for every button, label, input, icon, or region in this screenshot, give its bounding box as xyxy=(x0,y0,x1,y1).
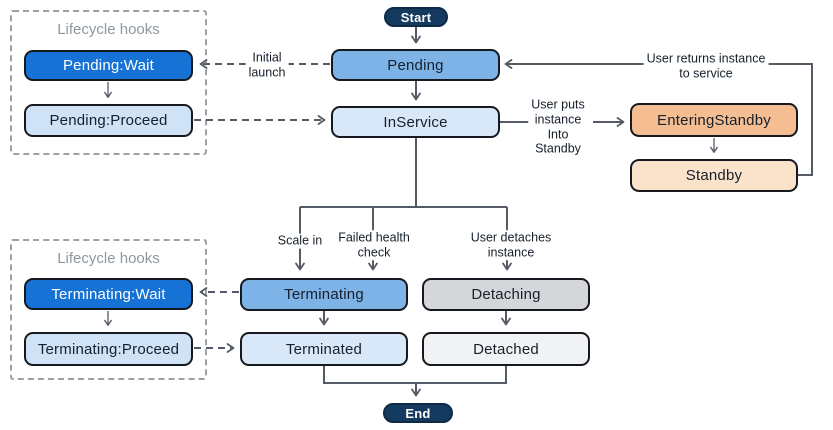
failed-health-check-label: Failed health check xyxy=(335,230,413,260)
scale-in-label: Scale in xyxy=(274,233,326,249)
lifecycle-hooks-title-top: Lifecycle hooks xyxy=(57,21,160,38)
user-returns-label: User returns instance to service xyxy=(643,51,769,81)
entering-standby-node: EnteringStandby xyxy=(630,103,798,137)
start-node: Start xyxy=(384,7,448,27)
lifecycle-hooks-title-bottom: Lifecycle hooks xyxy=(57,250,160,267)
detached-node: Detached xyxy=(422,332,590,366)
edge-merge-left xyxy=(323,366,416,384)
standby-node: Standby xyxy=(630,159,798,192)
edge-merge-right xyxy=(416,366,507,384)
lifecycle-hooks-box-bottom: Lifecycle hooks xyxy=(10,239,207,380)
lifecycle-hooks-box-top: Lifecycle hooks xyxy=(10,10,207,155)
terminating-wait-node: Terminating:Wait xyxy=(24,278,193,310)
inservice-node: InService xyxy=(331,106,500,138)
terminating-proceed-node: Terminating:Proceed xyxy=(24,332,193,366)
pending-node: Pending xyxy=(331,49,500,81)
initial-launch-label: Initial launch xyxy=(245,50,289,80)
end-node: End xyxy=(383,403,453,423)
user-detaches-label: User detaches instance xyxy=(467,230,555,260)
user-puts-standby-label: User puts instance Into Standby xyxy=(528,97,588,157)
detaching-node: Detaching xyxy=(422,278,590,311)
pending-wait-node: Pending:Wait xyxy=(24,50,193,81)
terminating-node: Terminating xyxy=(240,278,408,311)
pending-proceed-node: Pending:Proceed xyxy=(24,104,193,137)
terminated-node: Terminated xyxy=(240,332,408,366)
